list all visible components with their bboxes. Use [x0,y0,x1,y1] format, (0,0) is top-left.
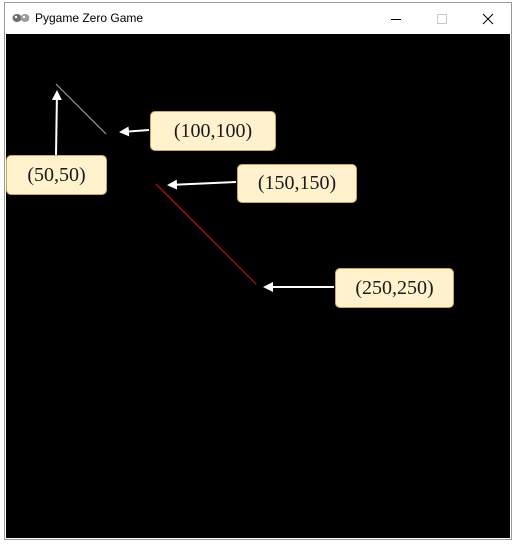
grey-line [55,83,107,135]
game-window: Pygame Zero Game [4,2,512,540]
minimize-icon [391,19,401,20]
callout-150-150: (150,150) [237,164,357,203]
arrow-to-100 [119,126,150,137]
close-icon [482,13,494,25]
callout-50-50: (50,50) [6,155,107,195]
arrow-to-50 [51,90,62,156]
window-title: Pygame Zero Game [35,11,144,25]
pygame-snake-icon [12,11,30,25]
maximize-icon [437,14,447,24]
callout-250-250: (250,250) [335,268,454,308]
arrow-to-150 [167,179,237,190]
maximize-button[interactable] [419,3,465,34]
callout-100-100: (100,100) [150,111,276,151]
title-bar[interactable]: Pygame Zero Game [5,3,511,34]
canvas-scene [51,83,334,292]
close-button[interactable] [465,3,511,34]
minimize-button[interactable] [373,3,419,34]
game-canvas[interactable]: (100,100) (50,50) (150,150) (250,250) [6,34,510,538]
red-line [155,183,257,285]
